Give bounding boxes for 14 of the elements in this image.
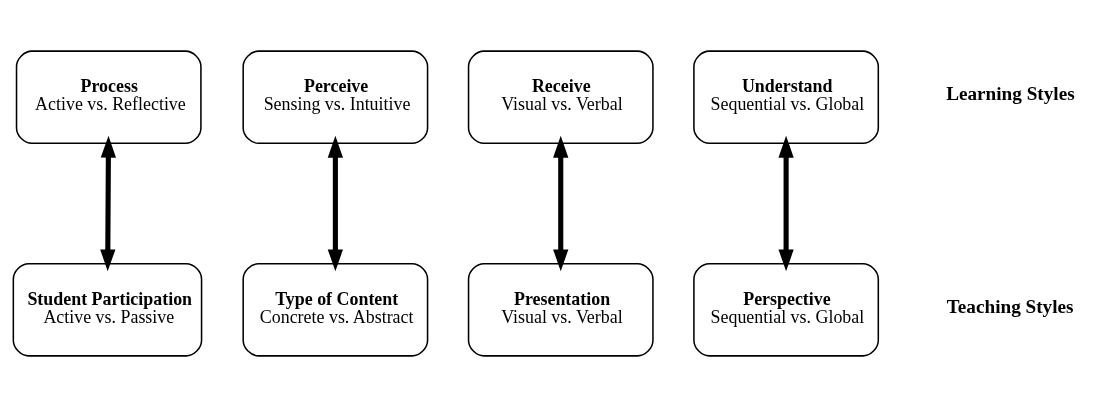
node-box: Presentation Visual vs. Verbal [467,262,654,357]
arrow [100,135,116,272]
node-box: Student Participation Active vs. Passive [12,262,203,357]
arrow [553,135,569,272]
arrow [327,135,343,272]
node-box: Receive Visual vs. Verbal [467,50,654,145]
arrow [778,135,794,272]
node-box: Understand Sequential vs. Global [693,50,880,145]
node-box: Perspective Sequential vs. Global [693,262,880,357]
node-box: Perceive Sensing vs. Intuitive [242,50,429,145]
node-box: Process Active vs. Reflective [15,50,202,145]
label: Teaching Styles [946,295,1074,317]
label: Learning Styles [946,83,1075,105]
node-box: Type of Content Concrete vs. Abstract [242,262,429,357]
